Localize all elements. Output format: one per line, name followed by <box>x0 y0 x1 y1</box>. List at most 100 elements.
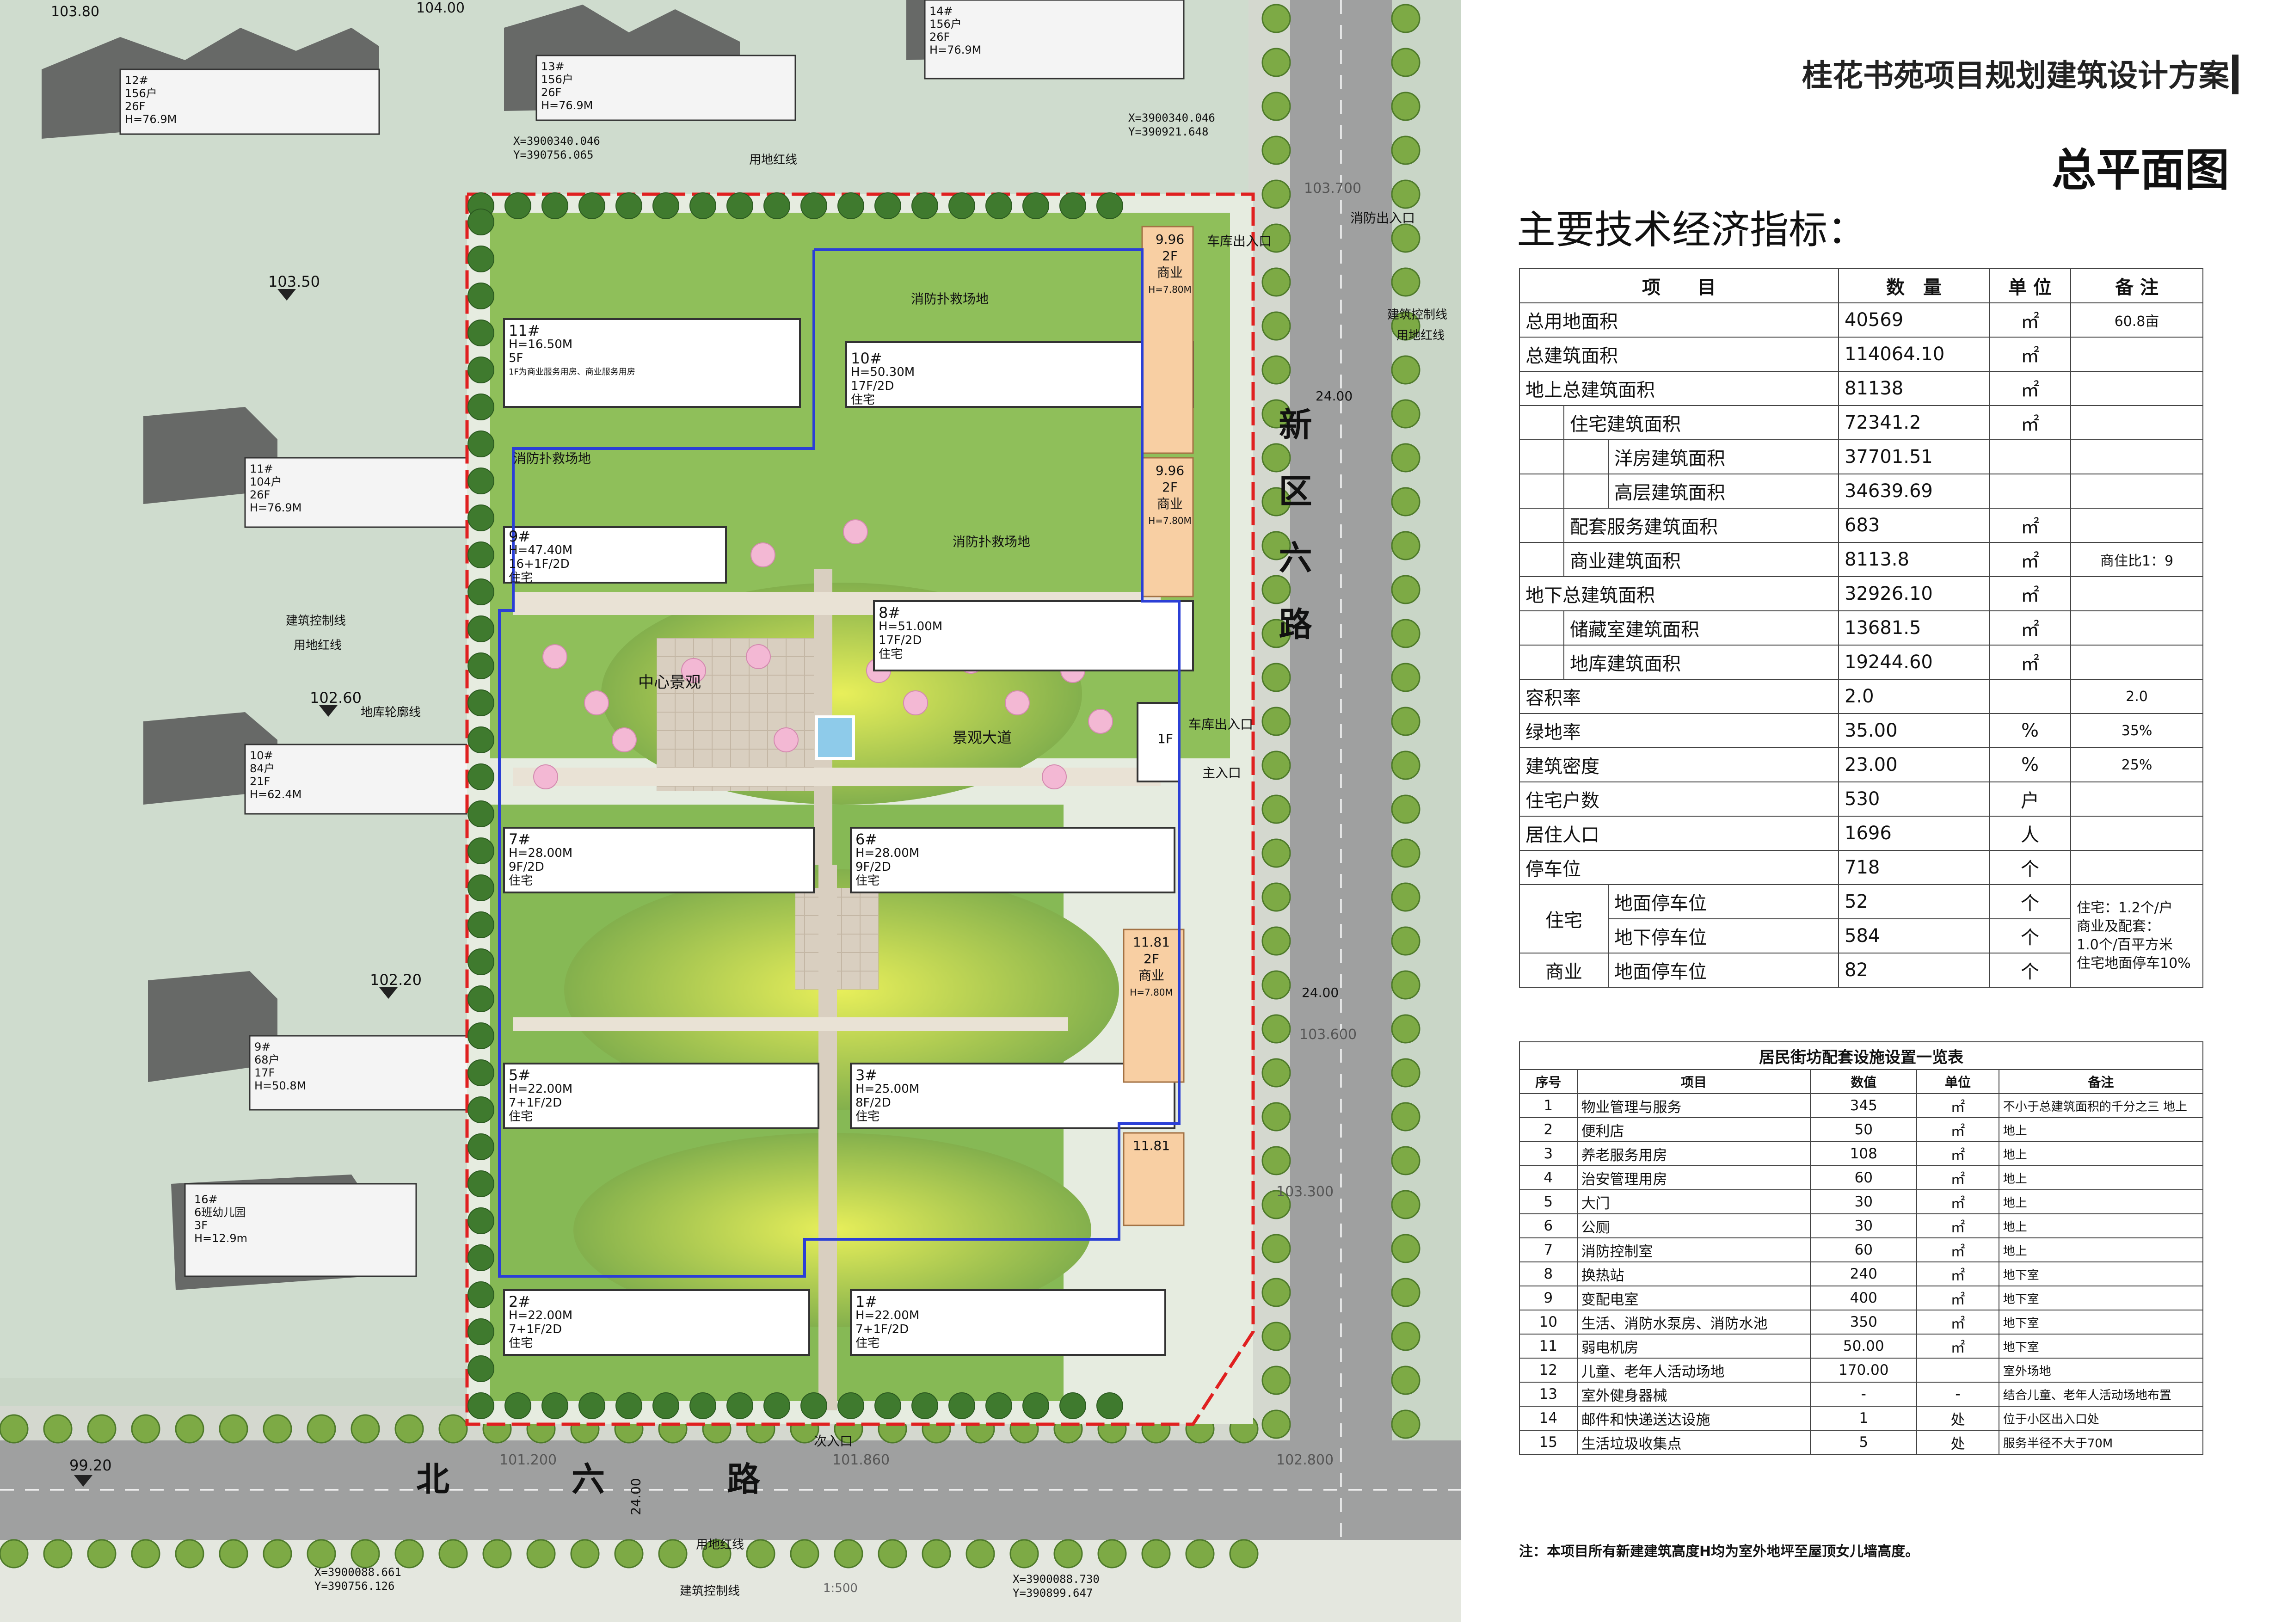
facility-item: 物业管理与服务 <box>1576 1093 1811 1118</box>
flowering-tree <box>533 764 558 789</box>
indicator-unit: ㎡ <box>1989 610 2071 646</box>
title-accent-bar <box>2232 55 2239 94</box>
street-tree <box>307 1539 336 1569</box>
facility-unit: ㎡ <box>1916 1334 1999 1359</box>
neighbor-households: 156户 <box>929 18 962 31</box>
indicator-note <box>2070 474 2203 509</box>
facility-item: 换热站 <box>1576 1261 1811 1286</box>
building-note: 1F为商业服务用房、商业服务用房 <box>509 367 635 377</box>
indicator-label: 地上总建筑面积 <box>1519 371 1839 406</box>
indicator-unit: 户 <box>1989 781 2071 817</box>
boundary-tree <box>911 1392 938 1419</box>
neighbor-h: H=50.8M <box>254 1079 307 1092</box>
facility-no: 15 <box>1519 1430 1578 1455</box>
street-tree <box>746 1539 775 1569</box>
facility-value: 1 <box>1810 1406 1918 1431</box>
street-tree <box>1391 838 1421 868</box>
indicator-label: 住宅户数 <box>1519 781 1839 817</box>
indicator-label: 容积率 <box>1519 679 1839 714</box>
street-tree <box>1391 135 1421 165</box>
boundary-tree <box>467 1096 494 1123</box>
indicator-note <box>2070 405 2203 440</box>
indicator-label: 洋房建筑面积 <box>1608 439 1839 474</box>
facility-no: 6 <box>1519 1213 1578 1238</box>
street-tree <box>1391 1366 1421 1395</box>
building-h: H=22.00M <box>855 1309 920 1323</box>
commercial-label: 1F <box>1142 731 1188 747</box>
street-tree <box>1261 707 1291 736</box>
elev-9: 102.800 <box>1276 1452 1334 1468</box>
parking-group-commercial: 商业 <box>1519 953 1609 988</box>
indicator-value: 34639.69 <box>1838 474 1990 509</box>
indicator-label: 高层建筑面积 <box>1608 474 1839 509</box>
building-type: 住宅 <box>855 1336 880 1350</box>
street-tree <box>1261 926 1291 956</box>
boundary-tree <box>467 283 494 309</box>
boundary-tree <box>467 209 494 235</box>
fac-col-value: 数值 <box>1810 1069 1918 1094</box>
street-tree <box>1261 1146 1291 1175</box>
boundary-tree <box>1022 192 1049 219</box>
boundary-tree <box>1059 192 1086 219</box>
road-width-1: 24.00 <box>1316 388 1353 404</box>
street-tree <box>438 1414 468 1444</box>
boundary-tree <box>726 192 753 219</box>
parking-label: 地面停车位 <box>1608 884 1839 919</box>
indicator-value: 2.0 <box>1838 679 1990 714</box>
building-h: H=25.00M <box>855 1082 920 1096</box>
building-type: 住宅 <box>509 1336 533 1350</box>
street-tree <box>1261 1190 1291 1219</box>
street-tree <box>1261 794 1291 824</box>
building-type: 住宅 <box>509 571 533 585</box>
neighbor-floors: 26F <box>125 100 146 113</box>
indicator-value: 81138 <box>1838 371 1990 406</box>
street-tree <box>43 1539 73 1569</box>
building-h: H=22.00M <box>509 1309 573 1323</box>
indicator-note <box>2070 645 2203 680</box>
street-tree <box>1261 443 1291 473</box>
street-tree <box>219 1414 248 1444</box>
indent-cell <box>1519 542 1564 577</box>
flowering-tree <box>584 690 609 715</box>
street-tree <box>1391 355 1421 385</box>
boundary-tree <box>689 192 716 219</box>
commercial-h: H=7.80M <box>1148 284 1192 295</box>
street-tree <box>1261 1366 1291 1395</box>
boundary-tree <box>615 1392 642 1419</box>
indent-cell <box>1519 645 1564 680</box>
facility-value: 240 <box>1810 1261 1918 1286</box>
info-panel: 桂花书苑项目规划建筑设计方案 总平面图 主要技术经济指标： 项 目 数 量 单 … <box>1461 0 2294 1622</box>
elev-8: 101.860 <box>832 1452 890 1468</box>
street-tree <box>1391 663 1421 692</box>
street-tree <box>0 1414 29 1444</box>
street-tree <box>614 1539 644 1569</box>
drawing-title: 总平面图 <box>2052 144 2229 196</box>
street-tree <box>1261 663 1291 692</box>
indicator-note <box>2070 371 2203 406</box>
building-floors: 7+1F/2D <box>509 1096 562 1110</box>
building-type: 住宅 <box>851 393 875 407</box>
indent-cell <box>1519 439 1564 474</box>
facility-note: 地下室 <box>1998 1334 2204 1359</box>
commercial-label: 11.81 <box>1128 1138 1175 1154</box>
indicator-note <box>2070 439 2203 474</box>
indicator-unit: ㎡ <box>1989 508 2071 543</box>
control-line-label-e: 建筑控制线 <box>1387 308 1448 322</box>
building-floors: 16+1F/2D <box>509 557 570 571</box>
building-id: 8# <box>879 604 901 621</box>
street-tree <box>526 1539 556 1569</box>
fac-col-note: 备注 <box>1998 1069 2204 1094</box>
